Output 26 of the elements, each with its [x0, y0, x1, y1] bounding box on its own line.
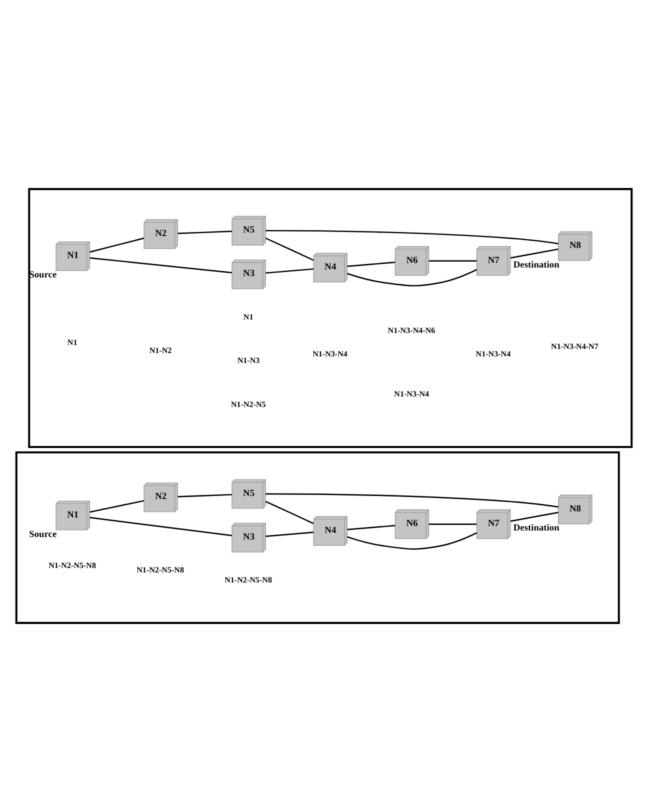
- connector: [178, 230, 232, 234]
- connector: [265, 500, 314, 524]
- connector: [266, 230, 558, 244]
- connector: [265, 238, 314, 261]
- connector: [266, 268, 314, 274]
- cluster: [28, 188, 633, 448]
- connector: [266, 493, 558, 508]
- connector: [90, 238, 144, 253]
- connector: [428, 524, 477, 525]
- node-label: Destination: [513, 260, 560, 270]
- connector: [347, 524, 396, 530]
- connector: [347, 269, 478, 286]
- connector: [90, 500, 144, 513]
- connector: [347, 262, 396, 267]
- connector: [428, 260, 477, 262]
- connector: [510, 248, 558, 259]
- connector: [90, 257, 232, 274]
- node-label: Source: [29, 530, 57, 540]
- connector: [90, 516, 232, 536]
- connector: [266, 532, 314, 537]
- connector: [510, 512, 558, 522]
- node-label: Source: [29, 270, 57, 281]
- node-label: Destination: [513, 524, 560, 534]
- cluster: [15, 451, 620, 624]
- connector: [347, 532, 478, 550]
- connector: [178, 494, 232, 498]
